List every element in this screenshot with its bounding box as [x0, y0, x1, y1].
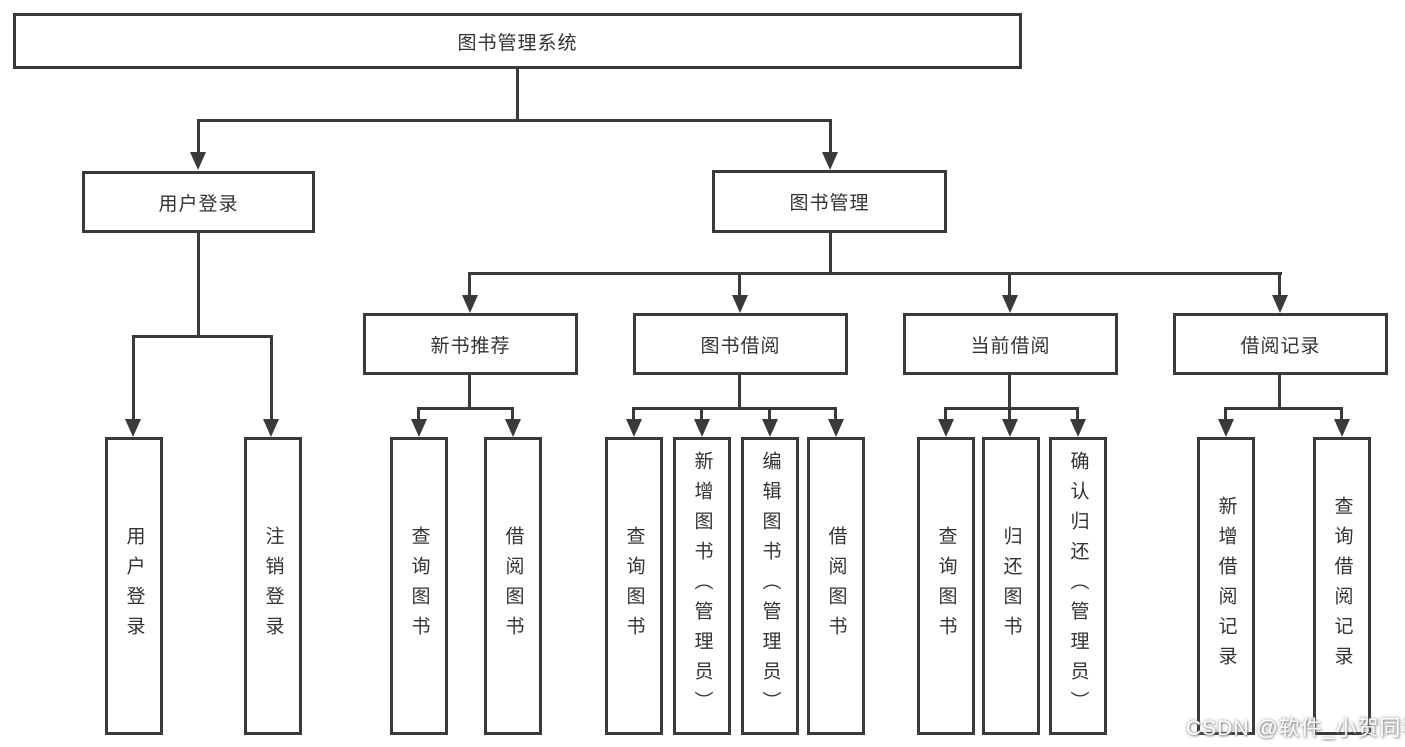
arrow-to-login-leaf [125, 419, 141, 437]
connector-drop-login-leaf [132, 335, 135, 419]
arrow-to-br-query [1334, 419, 1350, 437]
node-label: 新增图书（管理员） [691, 451, 713, 721]
node-label: 新书推荐 [430, 335, 511, 357]
connector-new-book-crossbar [417, 407, 514, 410]
connector-drop-new-book [468, 272, 471, 295]
connector-drop-bb-add [700, 407, 703, 419]
arrow-to-current-borrow [1002, 295, 1018, 313]
connector-current-borrow-crossbar [944, 407, 1079, 410]
arrow-to-cb-query [938, 419, 954, 437]
node-bb-query-books: 查询图书 [605, 437, 663, 735]
connector-borrow-record-crossbar [1224, 407, 1343, 410]
node-bb-add-books-admin: 新增图书（管理员） [673, 437, 731, 735]
node-label: 借阅记录 [1240, 335, 1321, 357]
connector-drop-br-add [1224, 407, 1227, 419]
node-new-book-recommendation: 新书推荐 [363, 313, 578, 375]
node-borrowing-records: 借阅记录 [1173, 313, 1388, 375]
connector-book-mgmt-stem [829, 233, 832, 275]
connector-drop-br-query [1340, 407, 1343, 419]
node-label: 归还图书 [1000, 526, 1022, 646]
arrow-to-book-borrow [732, 295, 748, 313]
arrow-to-cb-confirm [1070, 419, 1086, 437]
arrow-to-nb-query [411, 419, 427, 437]
connector-book-borrow-stem [738, 375, 741, 410]
node-user-login: 用户登录 [82, 171, 315, 233]
arrow-to-bb-query [626, 419, 642, 437]
connector-drop-bb-query [632, 407, 635, 419]
connector-drop-book-borrow [738, 272, 741, 295]
connector-drop-cb-query [944, 407, 947, 419]
connector-drop-borrow-record [1278, 272, 1281, 295]
arrow-to-bb-add [694, 419, 710, 437]
arrow-to-borrow-record [1272, 295, 1288, 313]
node-label: 查询借阅记录 [1331, 496, 1353, 676]
arrow-to-logout-leaf [263, 419, 279, 437]
node-label: 新增借阅记录 [1215, 496, 1237, 676]
arrow-to-nb-borrow [505, 419, 521, 437]
node-label: 图书借阅 [700, 335, 781, 357]
node-label: 借阅图书 [502, 526, 524, 646]
node-label: 用户登录 [123, 526, 145, 646]
node-cb-query-books: 查询图书 [917, 437, 975, 735]
node-label: 确认归还（管理员） [1067, 451, 1089, 721]
connector-user-login-crossbar [132, 335, 273, 338]
node-cb-return-books: 归还图书 [982, 437, 1040, 735]
arrow-to-new-book [462, 295, 478, 313]
connector-root-stem [516, 69, 519, 119]
node-bb-borrow-books: 借阅图书 [807, 437, 865, 735]
node-bb-edit-books-admin: 编辑图书（管理员） [741, 437, 799, 735]
connector-drop-logout-leaf [270, 335, 273, 419]
node-cb-confirm-return-admin: 确认归还（管理员） [1049, 437, 1107, 735]
connector-user-login-stem [197, 233, 200, 335]
csdn-watermark: CSDN @软件_小贺同学 [1186, 717, 1405, 740]
connector-drop-cb-return [1008, 407, 1011, 419]
node-label: 编辑图书（管理员） [759, 451, 781, 721]
connector-drop-book-mgmt [829, 119, 832, 153]
connector-root-crossbar [197, 119, 832, 122]
node-label: 借阅图书 [825, 526, 847, 646]
node-library-management-system: 图书管理系统 [13, 13, 1022, 69]
connector-book-borrow-crossbar [632, 407, 837, 410]
connector-drop-user-login [197, 119, 200, 153]
node-nb-query-books: 查询图书 [390, 437, 448, 735]
node-user-login-leaf: 用户登录 [105, 437, 163, 735]
connector-current-borrow-stem [1008, 375, 1011, 410]
node-label: 查询图书 [935, 526, 957, 646]
connector-drop-cb-confirm [1076, 407, 1079, 419]
connector-drop-nb-query [417, 407, 420, 419]
node-nb-borrow-books: 借阅图书 [484, 437, 542, 735]
node-label: 查询图书 [408, 526, 430, 646]
connector-borrow-record-stem [1278, 375, 1281, 410]
arrow-to-cb-return [1002, 419, 1018, 437]
node-label: 图书管理 [789, 193, 870, 214]
connector-drop-bb-borrow [834, 407, 837, 419]
arrow-to-bb-borrow [828, 419, 844, 437]
connector-drop-bb-edit [768, 407, 771, 419]
node-label: 用户登录 [158, 193, 239, 215]
node-label: 注销登录 [262, 526, 284, 646]
node-book-borrowing: 图书借阅 [633, 313, 848, 375]
node-label: 图书管理系统 [457, 32, 578, 54]
node-br-query-record: 查询借阅记录 [1313, 437, 1371, 735]
connector-drop-nb-borrow [511, 407, 514, 419]
node-current-borrowing: 当前借阅 [903, 313, 1118, 375]
connector-drop-current-borrow [1008, 272, 1011, 295]
node-book-management: 图书管理 [712, 170, 947, 233]
node-br-add-record: 新增借阅记录 [1197, 437, 1255, 735]
arrow-to-book-mgmt [822, 152, 838, 170]
node-label: 查询图书 [623, 526, 645, 646]
node-label: 当前借阅 [970, 335, 1051, 357]
node-logout-leaf: 注销登录 [244, 437, 302, 735]
arrow-to-user-login [190, 152, 206, 170]
connector-book-mgmt-crossbar [468, 272, 1282, 275]
connector-new-book-stem [468, 375, 471, 410]
arrow-to-bb-edit [762, 419, 778, 437]
arrow-to-br-add [1218, 419, 1234, 437]
